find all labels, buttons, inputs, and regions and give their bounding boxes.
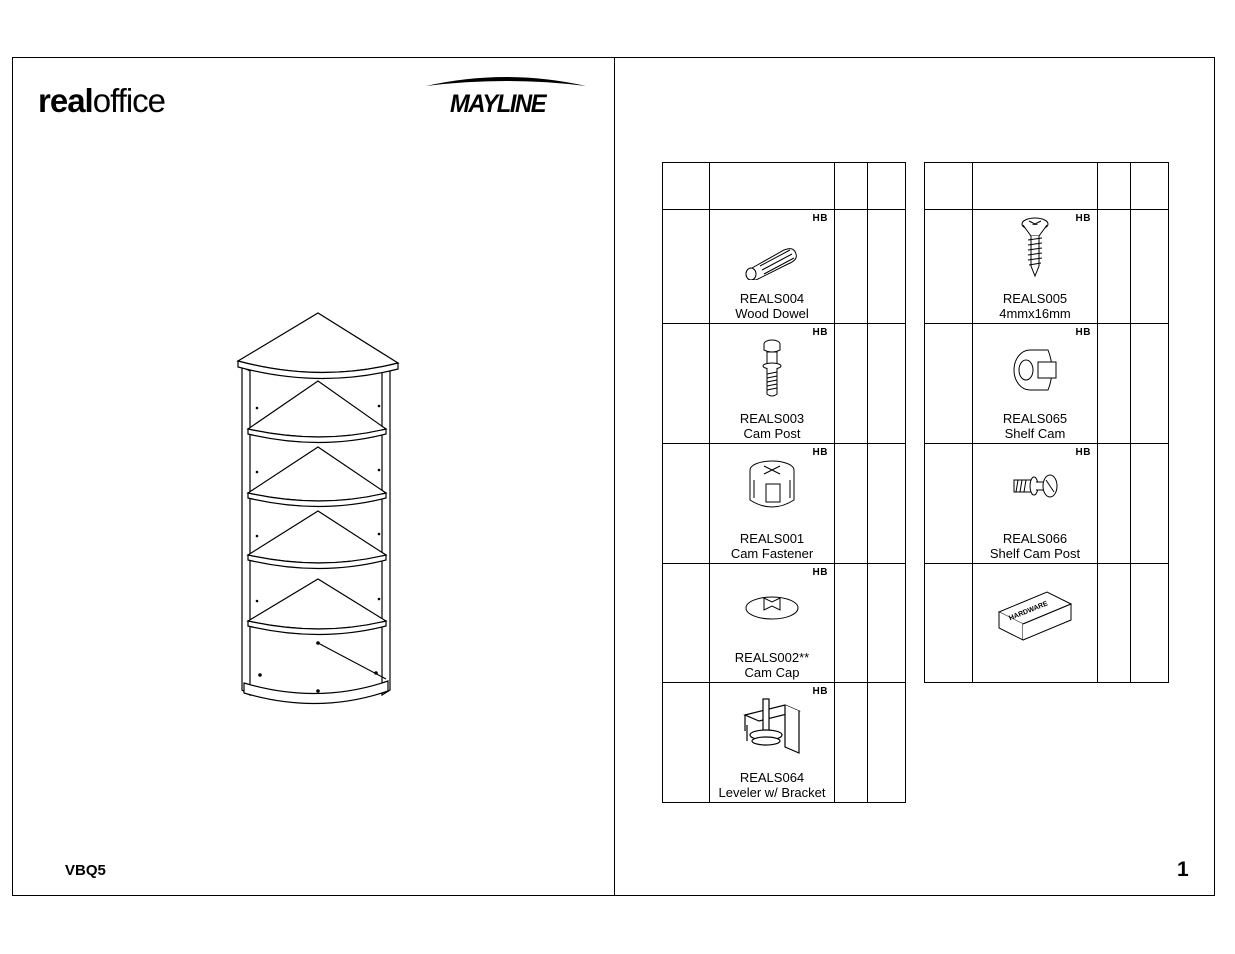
table-row: HB REALS002**Cam Cap (662, 563, 906, 683)
realoffice-logo: realoffice (38, 82, 166, 119)
page-divider (614, 57, 615, 896)
hb-tag: HB (812, 567, 828, 578)
part-code: REALS002** (734, 650, 810, 665)
page-number: 1 (1177, 858, 1189, 881)
part-name: Wood Dowel (735, 306, 809, 321)
part-code: REALS065 (1002, 411, 1068, 426)
corner-bookcase-illustration (236, 312, 400, 705)
hb-tag: HB (812, 447, 828, 458)
table-row: HARDWARE (924, 563, 1169, 683)
part-code: REALS003 (739, 411, 805, 426)
leveler-bracket-icon (710, 695, 834, 759)
part-name: Shelf Cam (1004, 426, 1066, 441)
part-code: REALS064 (739, 770, 805, 785)
shelf-cam-icon (973, 342, 1097, 394)
hb-tag: HB (1075, 447, 1091, 458)
hb-tag: HB (812, 327, 828, 338)
cam-cap-icon (710, 588, 834, 624)
screw-icon (973, 216, 1097, 278)
part-code: REALS066 (1002, 531, 1068, 546)
part-name: Cam Cap (744, 665, 800, 680)
page-frame (12, 57, 1215, 896)
part-cell: HARDWARE (972, 563, 1098, 683)
part-name: 4mmx16mm (999, 306, 1071, 321)
part-code: REALS005 (1002, 291, 1068, 306)
table-header-row (662, 162, 906, 210)
hb-tag: HB (1075, 327, 1091, 338)
wood-dowel-icon (710, 240, 834, 280)
mayline-logo: MAYLINE (424, 74, 589, 120)
part-name: Cam Post (743, 426, 801, 441)
table-header-row (924, 162, 1169, 210)
part-name: Shelf Cam Post (989, 546, 1081, 561)
part-name: Leveler w/ Bracket (718, 785, 826, 800)
part-cell: HB REALS002**Cam Cap (709, 563, 835, 683)
hb-tag: HB (1075, 213, 1091, 224)
part-code: REALS004 (739, 291, 805, 306)
hb-tag: HB (812, 213, 828, 224)
model-number: VBQ5 (65, 862, 106, 879)
shelf-cam-post-icon (973, 470, 1097, 504)
cam-fastener-icon (710, 458, 834, 514)
cam-post-icon (710, 336, 834, 400)
hardware-box-icon: HARDWARE (973, 586, 1097, 642)
part-name: Cam Fastener (730, 546, 814, 561)
part-code: REALS001 (739, 531, 805, 546)
hb-tag: HB (812, 686, 828, 697)
